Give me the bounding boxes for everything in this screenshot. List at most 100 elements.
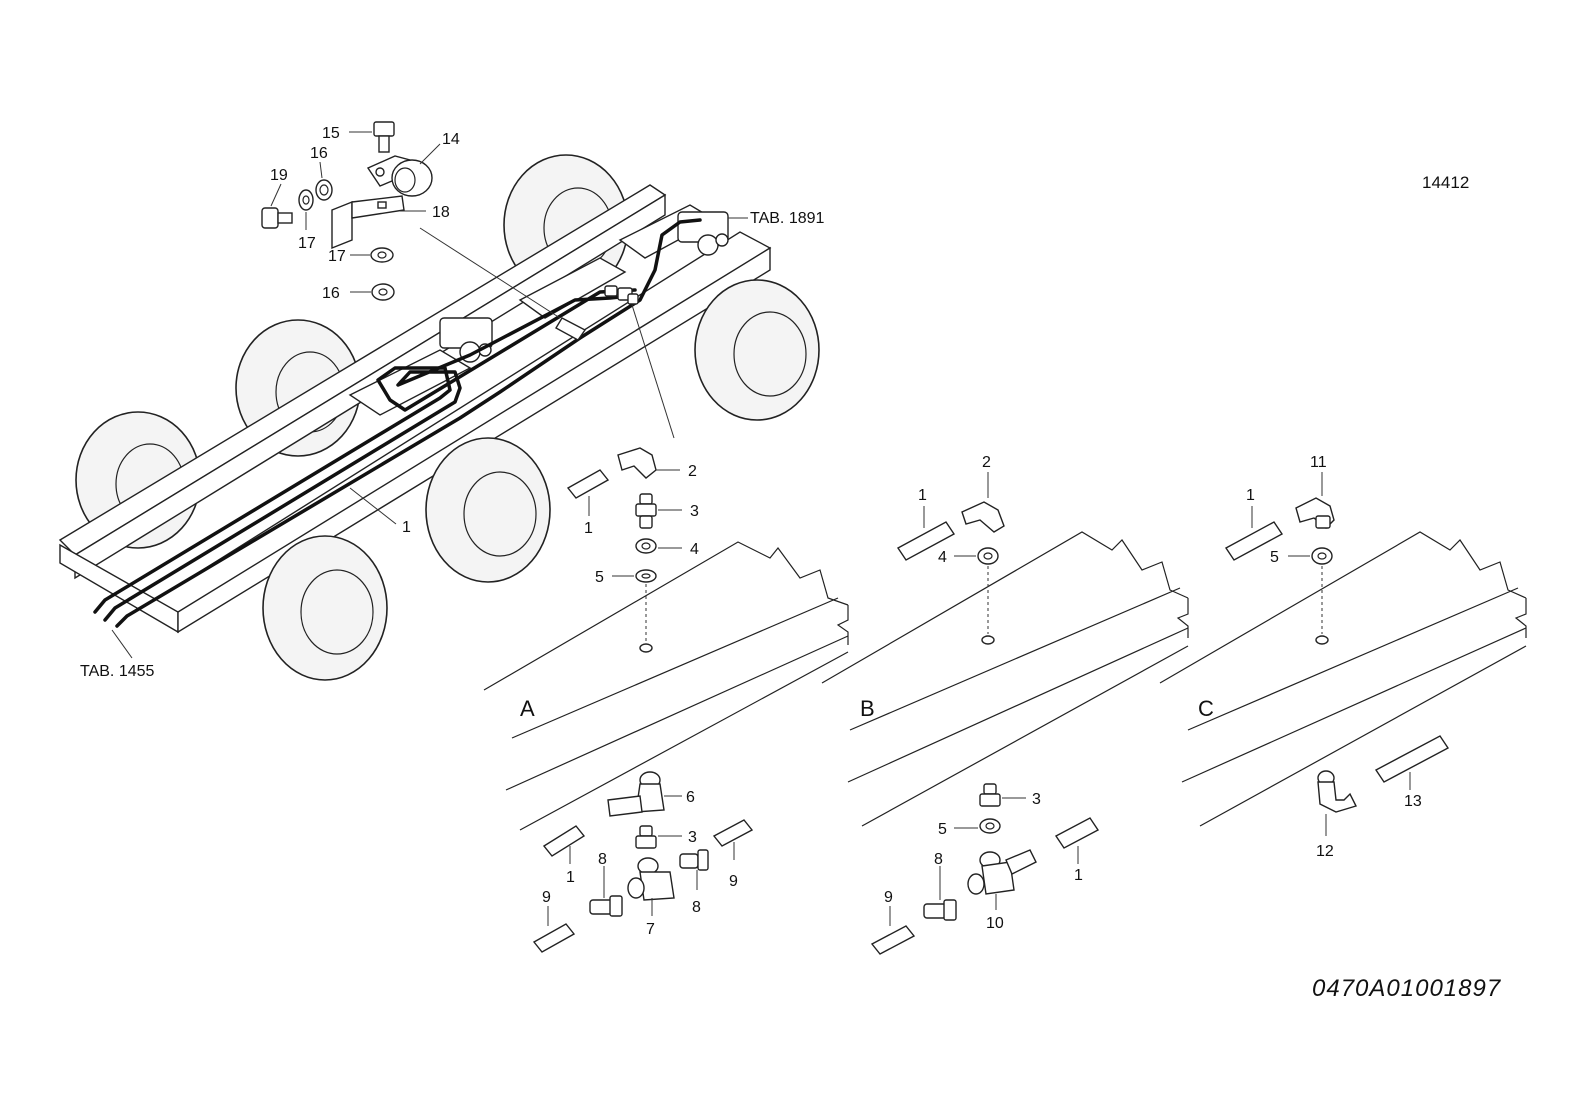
- brake-pipe-2: [103, 294, 632, 622]
- svg-text:16: 16: [322, 285, 340, 302]
- a-pipe-1-lower: [542, 825, 586, 857]
- wheel-middle-right: [425, 437, 551, 583]
- svg-text:2: 2: [982, 454, 991, 471]
- svg-text:4: 4: [690, 541, 699, 558]
- brake-pipe-1: [93, 288, 637, 614]
- section-a-label: A: [520, 696, 535, 721]
- svg-text:11: 11: [1310, 454, 1327, 471]
- svg-text:5: 5: [595, 569, 604, 586]
- a-pipe-9-right: [712, 819, 754, 847]
- figure-number: 14412: [1422, 173, 1469, 192]
- section-c: 11 1 5 C 13 12: [1159, 454, 1527, 860]
- svg-text:3: 3: [690, 503, 699, 520]
- svg-text:7: 7: [646, 921, 655, 938]
- c-elbow-12: [1317, 770, 1357, 813]
- svg-text:8: 8: [598, 851, 607, 868]
- svg-text:9: 9: [729, 873, 738, 890]
- a-connector-3-lower: [635, 825, 657, 849]
- bolt-15: [373, 121, 395, 153]
- nut-16-a: [315, 179, 333, 201]
- a-pipe-1: [566, 469, 610, 499]
- svg-text:14: 14: [442, 131, 460, 148]
- svg-text:17: 17: [298, 235, 316, 252]
- section-c-label: C: [1198, 696, 1214, 721]
- section-c-rail-upper: [1159, 531, 1527, 827]
- a-connector-3: [635, 493, 657, 529]
- section-a-rail-upper: [483, 541, 849, 831]
- b-nut-5: [979, 818, 1001, 834]
- svg-text:8: 8: [692, 899, 701, 916]
- c-elbow-11: [1295, 497, 1335, 529]
- svg-text:8: 8: [934, 851, 943, 868]
- c-nut-5: [1311, 547, 1333, 565]
- section-a: 2 1 3 4 5 A: [483, 447, 849, 953]
- svg-text:10: 10: [986, 915, 1004, 932]
- c-hole: [1315, 635, 1329, 645]
- chassis: [58, 154, 820, 681]
- svg-text:15: 15: [322, 125, 340, 142]
- svg-text:9: 9: [542, 889, 551, 906]
- callouts-bracket: 15 14 16 19 17 18 17 16: [270, 125, 460, 302]
- svg-text:6: 6: [686, 789, 695, 806]
- drawing-code: 0470A01001897: [1312, 975, 1502, 1002]
- svg-text:17: 17: [328, 248, 346, 265]
- a-washer-5: [635, 569, 657, 583]
- a-tee-6: [607, 771, 665, 817]
- svg-text:1: 1: [1246, 487, 1255, 504]
- pipe-clamp-14: [366, 155, 433, 197]
- a-tee-7: [627, 857, 675, 901]
- ref-tab-1891[interactable]: TAB. 1891: [728, 210, 825, 227]
- b-elbow-2: [961, 501, 1005, 533]
- ref-tab-1891-label[interactable]: TAB. 1891: [750, 210, 825, 227]
- section-b-label: B: [860, 696, 875, 721]
- c-pipe-13: [1374, 735, 1450, 783]
- a-elbow-2: [617, 447, 657, 479]
- svg-text:12: 12: [1316, 843, 1334, 860]
- svg-text:16: 16: [310, 145, 328, 162]
- svg-text:13: 13: [1404, 793, 1422, 810]
- ref-tab-1455-label[interactable]: TAB. 1455: [80, 663, 155, 680]
- c-pipe-1: [1224, 521, 1284, 561]
- b-pipe-9: [870, 925, 916, 955]
- a-hole: [639, 643, 653, 653]
- bracket-detail: [261, 121, 433, 301]
- washer-17-a: [298, 189, 314, 211]
- a-pipe-9-left: [532, 923, 576, 953]
- bolt-19: [261, 207, 293, 229]
- svg-text:5: 5: [938, 821, 947, 838]
- svg-text:5: 5: [1270, 549, 1279, 566]
- svg-text:9: 9: [884, 889, 893, 906]
- wheel-front-right: [694, 279, 820, 421]
- svg-text:1: 1: [566, 869, 575, 886]
- svg-text:1: 1: [584, 520, 593, 537]
- section-b: 2 1 4 B 3 5: [821, 454, 1189, 955]
- wheel-rear-right: [262, 535, 388, 681]
- a-connector-8-left: [589, 895, 623, 917]
- b-pipe-1-lower: [1054, 817, 1100, 849]
- brake-pipe-3: [115, 218, 702, 628]
- svg-text:1: 1: [402, 519, 411, 536]
- svg-text:19: 19: [270, 167, 288, 184]
- b-pipe-1: [896, 521, 956, 561]
- b-nut-4: [977, 547, 999, 565]
- svg-text:3: 3: [688, 829, 697, 846]
- pipe-clamp-chassis: [419, 227, 587, 341]
- bracket-18: [331, 195, 405, 250]
- callout-pipe-1: 1: [349, 487, 411, 536]
- b-connector-3: [979, 783, 1001, 807]
- section-b-rail-upper: [821, 531, 1189, 827]
- svg-text:18: 18: [432, 204, 450, 221]
- washer-17-b: [370, 247, 394, 263]
- brake-valve-front: [677, 211, 729, 256]
- nut-16-b: [371, 283, 395, 301]
- svg-text:4: 4: [938, 549, 947, 566]
- b-connector-8: [923, 899, 957, 921]
- a-nut-4: [635, 538, 657, 554]
- b-tee-10: [967, 849, 1037, 895]
- ref-tab-1455[interactable]: TAB. 1455: [80, 629, 155, 680]
- svg-text:1: 1: [1074, 867, 1083, 884]
- svg-text:2: 2: [688, 463, 697, 480]
- svg-text:1: 1: [918, 487, 927, 504]
- pipe-fittings-front: [604, 285, 675, 439]
